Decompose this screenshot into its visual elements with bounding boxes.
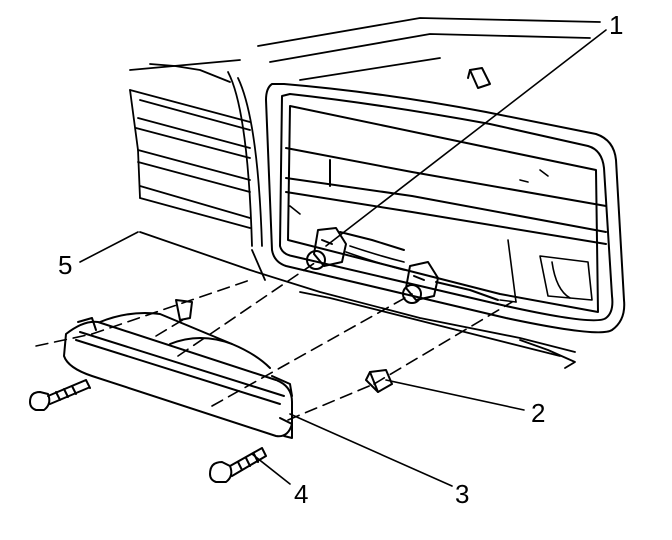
leader-3 bbox=[289, 413, 453, 487]
bezel-bracket bbox=[499, 169, 593, 303]
callout-1: 1 bbox=[609, 10, 624, 40]
leader-4 bbox=[251, 453, 291, 485]
leader-1 bbox=[325, 29, 607, 247]
screw-upper-left bbox=[29, 379, 91, 411]
grille-slats bbox=[129, 71, 263, 247]
leader-lines bbox=[79, 29, 607, 487]
callout-5: 5 bbox=[58, 250, 73, 280]
grille-top-edge bbox=[129, 17, 601, 83]
headlamp-bezel bbox=[265, 67, 626, 334]
screw-lower bbox=[209, 447, 267, 483]
wiring-harness bbox=[289, 205, 405, 271]
callout-2: 2 bbox=[531, 398, 546, 428]
bulb-socket-right bbox=[402, 261, 499, 304]
assembly-lines bbox=[35, 261, 513, 421]
bumper-edge bbox=[139, 231, 576, 369]
callout-3: 3 bbox=[455, 479, 470, 509]
leader-2 bbox=[385, 379, 525, 411]
signal-lamp-assembly bbox=[63, 299, 293, 439]
callout-4: 4 bbox=[294, 479, 309, 509]
retainer-clip bbox=[365, 369, 393, 393]
leader-5 bbox=[79, 231, 139, 263]
bezel-crossbar bbox=[285, 147, 607, 245]
